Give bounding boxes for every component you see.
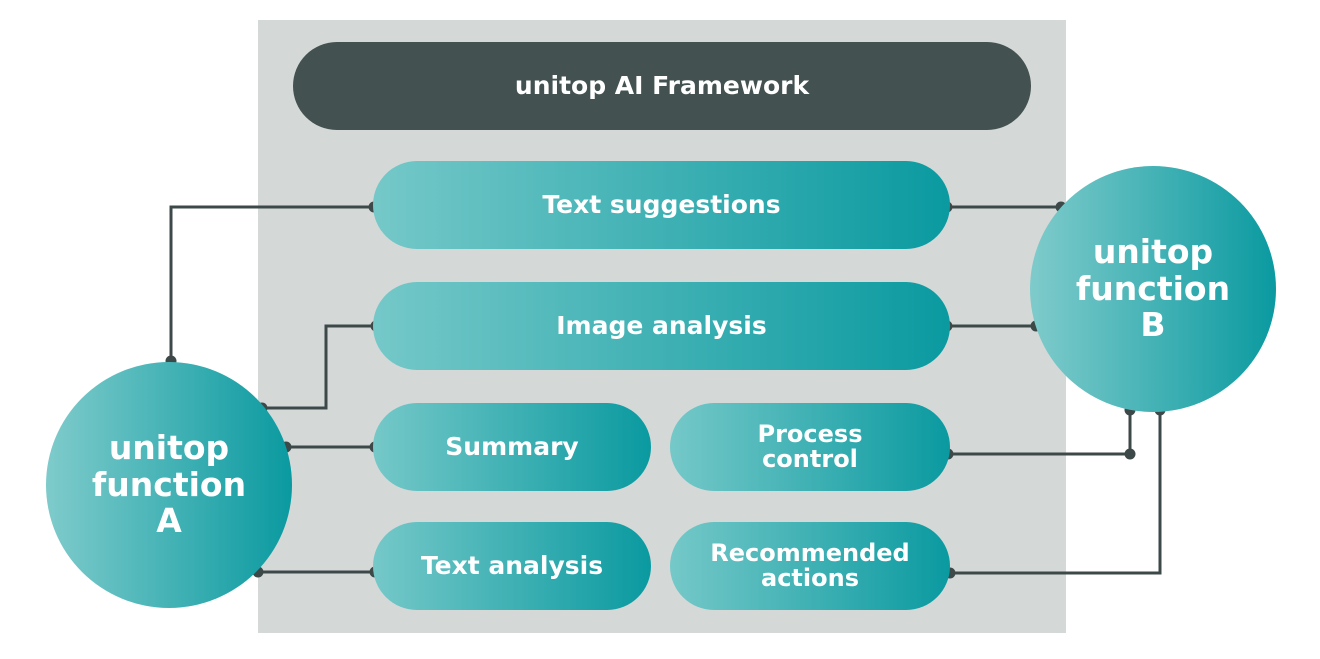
framework-title: unitop AI Framework (293, 42, 1031, 130)
node-image-analysis: Image analysis (373, 282, 950, 370)
connector-dot (1124, 448, 1136, 460)
connector-a-to-image-analysis (262, 324, 376, 410)
connector-a-to-text-suggestions (169, 205, 374, 361)
node-text-analysis: Text analysis (373, 522, 651, 610)
node-summary: Summary (373, 403, 651, 491)
function-b-circle: unitop function B (1030, 166, 1276, 412)
node-text-suggestions: Text suggestions (373, 161, 950, 249)
connector-recommended-to-b (950, 410, 1162, 575)
node-process-control: Process control (670, 403, 950, 491)
node-recommended-actions: Recommended actions (670, 522, 950, 610)
function-a-circle: unitop function A (46, 362, 292, 608)
